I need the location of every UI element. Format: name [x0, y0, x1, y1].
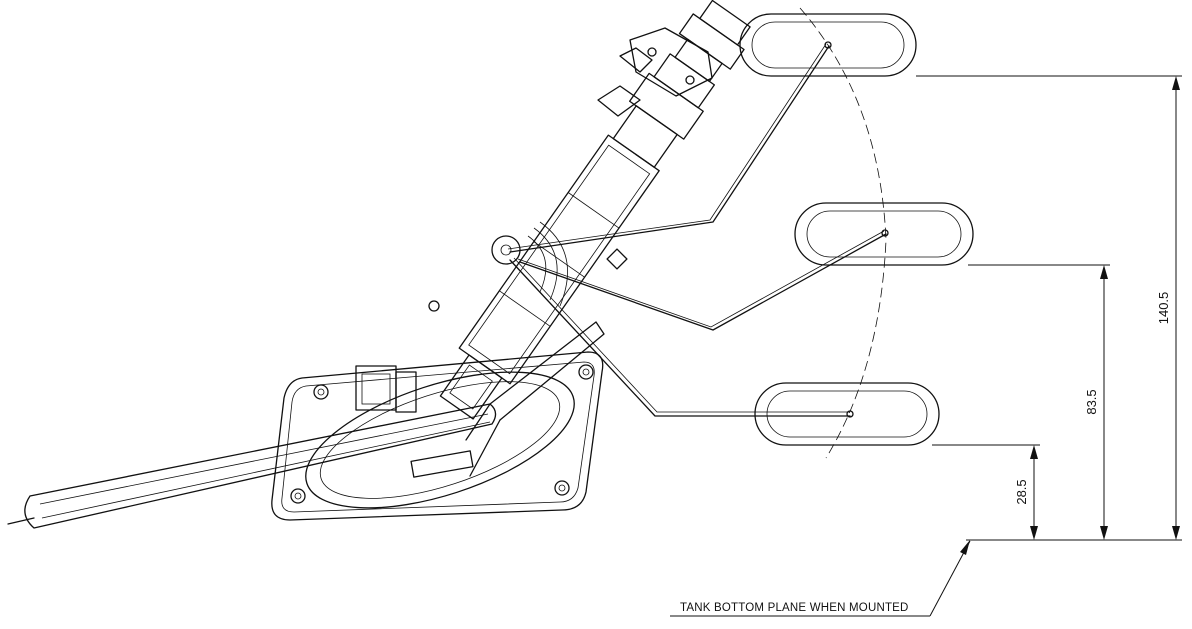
float-arm-top — [507, 41, 832, 253]
dimension-28-5: 28.5 — [1014, 445, 1038, 540]
probe-tube — [7, 321, 605, 529]
float-middle — [794, 202, 974, 266]
bolt-hole — [313, 384, 329, 400]
tank-bottom-leader — [670, 540, 971, 617]
extension-lines — [916, 75, 1182, 541]
bolt-hole — [578, 364, 594, 380]
float-bottom — [754, 382, 940, 446]
dimension-83-5: 83.5 — [1084, 265, 1108, 540]
mounting-flange — [271, 351, 604, 521]
bolt-hole — [554, 480, 570, 496]
tank-bottom-note: TANK BOTTOM PLANE WHEN MOUNTED — [680, 602, 909, 614]
sender-body — [439, 0, 751, 420]
wire-plug — [355, 365, 474, 478]
float-sweep-arc — [799, 7, 887, 459]
pivot-resistor — [428, 221, 628, 312]
connector-head — [597, 27, 713, 117]
dimension-label: 83.5 — [1084, 389, 1099, 414]
float-arm-bottom — [509, 257, 854, 418]
dimension-label: 140.5 — [1156, 292, 1171, 325]
dimension-140-5: 140.5 — [1156, 76, 1180, 540]
dimension-label: 28.5 — [1014, 479, 1029, 504]
float-arm-middle — [517, 229, 889, 331]
bolt-hole — [290, 488, 306, 504]
float-top — [739, 13, 917, 77]
